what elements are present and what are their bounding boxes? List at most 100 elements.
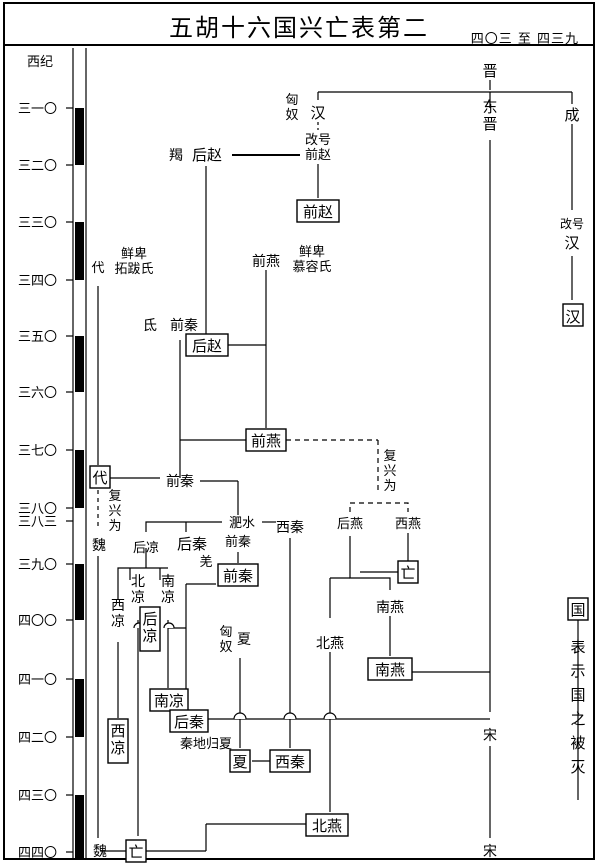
- label-fixing-yan: 复兴为: [383, 449, 396, 494]
- crossing-arc: [283, 712, 297, 720]
- houyan-xiyan-dash: [349, 502, 409, 512]
- qianqin-end-box: [217, 563, 259, 587]
- label-han: 汉: [310, 104, 325, 122]
- label-xiongnu-xia: 匈奴: [219, 625, 232, 655]
- timeline-bar: [75, 450, 84, 508]
- label-houliang: 后凉: [133, 541, 159, 556]
- label-cheng-han-end: 汉: [565, 308, 580, 326]
- crossing-arc: [323, 712, 337, 720]
- xiyan-end-box: [397, 560, 419, 584]
- timeline-bar: [75, 108, 84, 165]
- timeline-tick-label: 三八〇: [18, 502, 57, 517]
- timeline-tick-label: 三七〇: [18, 444, 57, 459]
- timeline-bar: [75, 222, 84, 280]
- houzhao-end-box: [185, 333, 229, 357]
- page-title: 五胡十六国兴亡表第二: [169, 14, 429, 42]
- label-qianzhao-end: 前赵: [303, 203, 333, 221]
- timeline-tick-label: 三五〇: [18, 330, 57, 345]
- timeline: 西纪 三一〇三二〇三三〇三四〇三五〇三六〇三七〇三八〇三八三三九〇四〇〇四一〇四…: [18, 48, 87, 861]
- legend-box: [567, 597, 589, 621]
- label-qianzhao-note: 改号前赵: [305, 133, 331, 163]
- label-xianbei-tuoba: 鲜卑拓跋氏: [114, 246, 153, 277]
- label-nanliang-end: 南凉: [154, 692, 184, 710]
- feishui-split: [145, 521, 222, 532]
- label-qiang: 羌: [199, 555, 212, 570]
- xiqin-end-box: [269, 749, 311, 773]
- connector-lines: [97, 80, 579, 852]
- timeline-label: 西纪: [27, 55, 53, 70]
- label-qindi: 秦地归夏: [180, 737, 232, 752]
- timeline-bar: [75, 795, 84, 860]
- timeline-bar: [75, 336, 84, 392]
- jin-split-line: [318, 80, 572, 108]
- cheng-han-end-box: [562, 303, 584, 327]
- houyan-line: [349, 536, 391, 590]
- label-houqin: 后秦: [177, 535, 207, 553]
- label-qianqin-mid: 前秦: [166, 473, 194, 490]
- label-houqin-end: 后秦: [174, 713, 204, 731]
- label-feishui-qianqin: 前秦: [225, 534, 251, 550]
- label-beiliang: 北凉: [131, 574, 145, 606]
- timeline-bars: [75, 108, 84, 860]
- chart-frame: [3, 2, 595, 860]
- dai-end-box: [89, 465, 111, 489]
- label-dongjin: 东晋: [482, 98, 497, 133]
- timeline-tick-label: 三二〇: [18, 159, 57, 174]
- timeline-tick-label: 三一〇: [18, 102, 57, 117]
- timeline-bar: [75, 679, 84, 737]
- label-cheng: 成: [564, 106, 579, 124]
- label-houyan: 后燕: [337, 517, 363, 532]
- timeline-tick-label: 四四〇: [18, 846, 57, 861]
- label-jin: 晋: [482, 62, 497, 80]
- year-range: 四〇三 至 四三九: [470, 32, 579, 47]
- timeline-tick-label: 三九〇: [18, 558, 57, 573]
- timeline-tick-label: 四二〇: [18, 731, 57, 746]
- label-houzhao: 后赵: [192, 146, 222, 164]
- wang-final-box: [125, 839, 147, 863]
- end-boxes: [89, 199, 589, 863]
- timeline-tick-label: 四一〇: [18, 673, 57, 688]
- label-xiongnu-han: 匈奴: [285, 93, 298, 123]
- state-labels: 晋东晋成改号汉汉匈奴汉改号前赵前赵羯后赵后赵前燕鲜卑慕容氏前燕鲜卑拓跋氏代代氐前…: [91, 62, 585, 861]
- label-di: 氐: [143, 318, 157, 334]
- label-wei: 魏: [92, 538, 106, 554]
- houliang-split: [117, 567, 168, 600]
- label-xiqin-end: 西秦: [275, 753, 305, 771]
- label-beiyan-end: 北燕: [312, 817, 342, 835]
- label-qianqin-end: 前秦: [223, 567, 253, 585]
- xia-end-box: [229, 749, 251, 773]
- label-song-end: 宋: [483, 844, 497, 860]
- label-nanyan: 南燕: [376, 600, 404, 616]
- legend-box-label: 国: [570, 601, 585, 619]
- label-xia: 夏: [237, 632, 251, 648]
- timeline-tick-label: 四〇〇: [18, 614, 57, 629]
- label-wang-final: 亡: [128, 843, 143, 861]
- line-crossings: [133, 622, 337, 720]
- label-houliang-end: 后凉: [142, 610, 157, 645]
- timeline-tick-label: 三四〇: [18, 274, 57, 289]
- label-cheng-han: 汉: [564, 234, 579, 252]
- label-nanyan-end: 南燕: [375, 661, 405, 679]
- timeline-ticks: 三一〇三二〇三三〇三四〇三五〇三六〇三七〇三八〇三八三三九〇四〇〇四一〇四二〇四…: [18, 102, 73, 861]
- label-houzhao-end: 后赵: [192, 337, 222, 355]
- label-dai-end: 代: [92, 469, 107, 487]
- label-fixing-wei: 复兴为: [108, 489, 121, 534]
- crossing-arc: [163, 622, 175, 629]
- label-qianqin: 前秦: [170, 317, 198, 334]
- timeline-tick-label: 三三〇: [18, 216, 57, 231]
- label-xiliang-end: 西凉: [110, 722, 125, 757]
- qianyan-end-box: [245, 428, 287, 452]
- nanyan-end-box: [367, 657, 413, 681]
- title-bar: 五胡十六国兴亡表第二 四〇三 至 四三九: [3, 2, 595, 47]
- label-song: 宋: [483, 728, 497, 744]
- label-xiqin: 西秦: [276, 520, 304, 536]
- label-nanliang: 南凉: [161, 574, 175, 606]
- label-beiyan: 北燕: [316, 636, 344, 652]
- label-xiyan-end: 亡: [400, 564, 415, 582]
- houqin-end-box: [169, 709, 209, 733]
- nanliang-end-box: [149, 688, 189, 712]
- label-dai: 代: [91, 261, 104, 276]
- houliang-end-box: [139, 606, 161, 652]
- xiliang-end-box: [107, 718, 129, 764]
